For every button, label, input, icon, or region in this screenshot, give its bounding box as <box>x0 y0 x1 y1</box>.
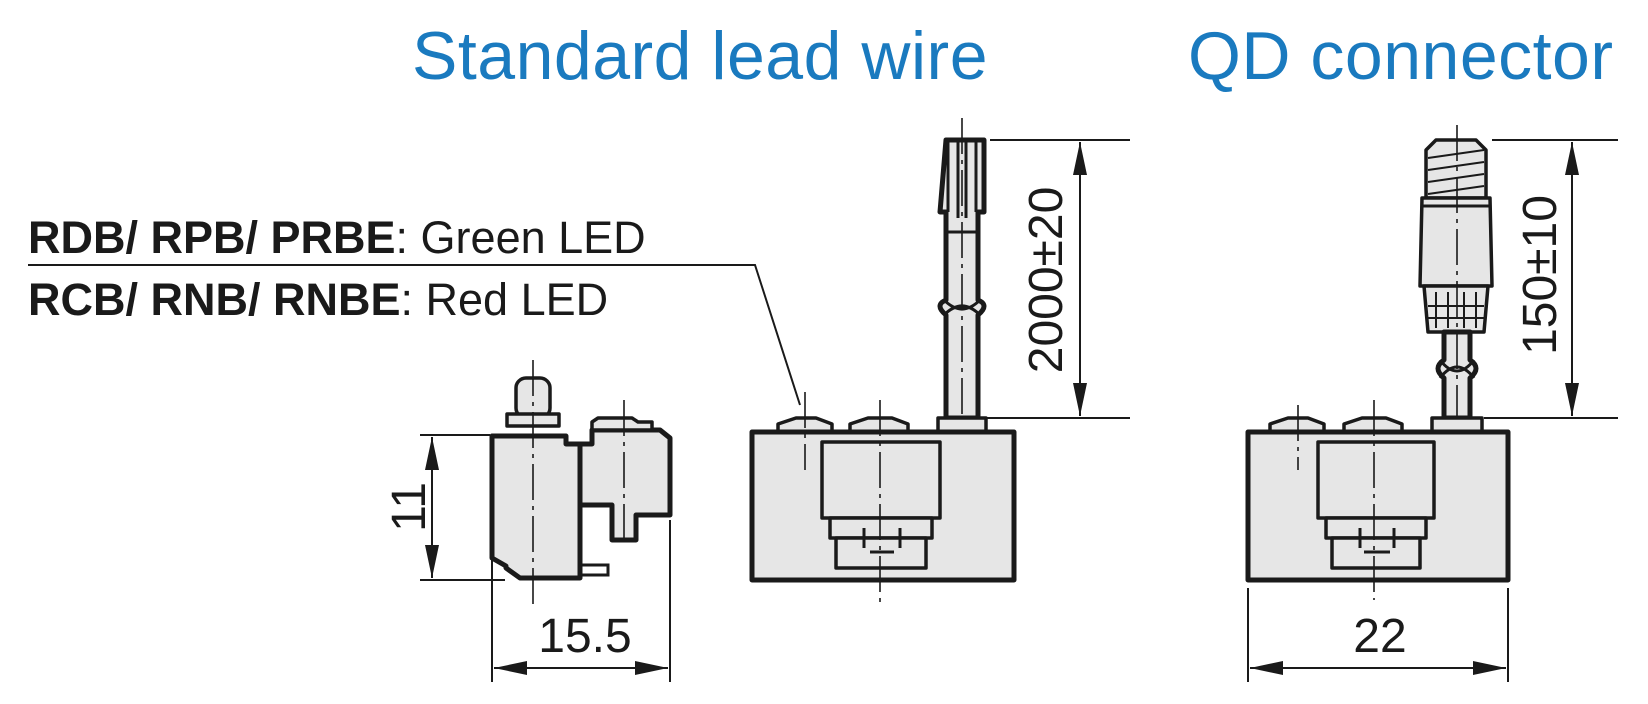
legend-red-led: RCB/ RNB/ RNBE: Red LED <box>28 277 608 322</box>
dim-qd-width: 22 <box>1353 610 1406 663</box>
side-view-body <box>489 433 583 581</box>
dim-15-5-arrow-left <box>494 661 527 675</box>
side-view: 11 15.5 <box>383 360 673 682</box>
qd-thread-lines <box>1427 149 1485 195</box>
dim-15-5-arrow-right <box>635 661 668 675</box>
qd-sensor-nut <box>1330 536 1422 570</box>
lead-sensor-window <box>820 440 942 520</box>
qd-sensor-slot <box>1324 516 1428 540</box>
qd-connector-view: 150±10 22 <box>1245 125 1618 682</box>
title-standard-lead-wire: Standard lead wire <box>412 18 989 94</box>
lead-sensor-slot <box>828 516 934 540</box>
legend-green-led: RDB/ RPB/ PRBE: Green LED <box>28 215 646 260</box>
qd-coupling <box>1422 284 1490 334</box>
dim-lead-length: 2000±20 <box>1020 187 1073 374</box>
dim-11-arrow-bottom <box>425 545 439 578</box>
dim-22-arrow-left <box>1250 661 1283 675</box>
side-view-clamp <box>577 427 673 543</box>
dim-22-arrow-right <box>1473 661 1506 675</box>
legend-red-models: RCB/ RNB/ RNBE <box>28 274 401 325</box>
qd-sensor-window <box>1316 440 1436 520</box>
side-view-hook <box>578 505 610 577</box>
lead-sensor-nut-detail <box>862 528 902 554</box>
dim-11-arrow-top <box>425 437 439 470</box>
qd-coupling-knurl <box>1428 292 1484 328</box>
legend-leader-line <box>28 264 801 406</box>
lead-wire-cores <box>946 140 978 218</box>
dim-qd-arrow-top <box>1565 142 1579 175</box>
dim-qd-arrow-bottom <box>1565 383 1579 416</box>
side-view-screw-head <box>590 416 654 432</box>
dim-side-height: 11 <box>383 482 436 532</box>
qd-connector-body <box>1418 196 1494 288</box>
dim-lead-arrow-top <box>1073 142 1087 175</box>
dim-qd-length: 150±10 <box>1514 195 1567 355</box>
lead-sensor-nut <box>834 536 928 570</box>
standard-lead-wire-view: 2000±20 <box>749 118 1130 608</box>
title-qd-connector: QD connector <box>1188 18 1614 94</box>
qd-sensor-nut-detail <box>1358 528 1396 554</box>
legend-green-models: RDB/ RPB/ PRBE <box>28 212 396 263</box>
legend-red-desc: : Red LED <box>400 274 609 325</box>
dim-lead-arrow-bottom <box>1073 383 1087 416</box>
dim-side-width: 15.5 <box>538 610 631 663</box>
legend-green-desc: : Green LED <box>395 212 646 263</box>
